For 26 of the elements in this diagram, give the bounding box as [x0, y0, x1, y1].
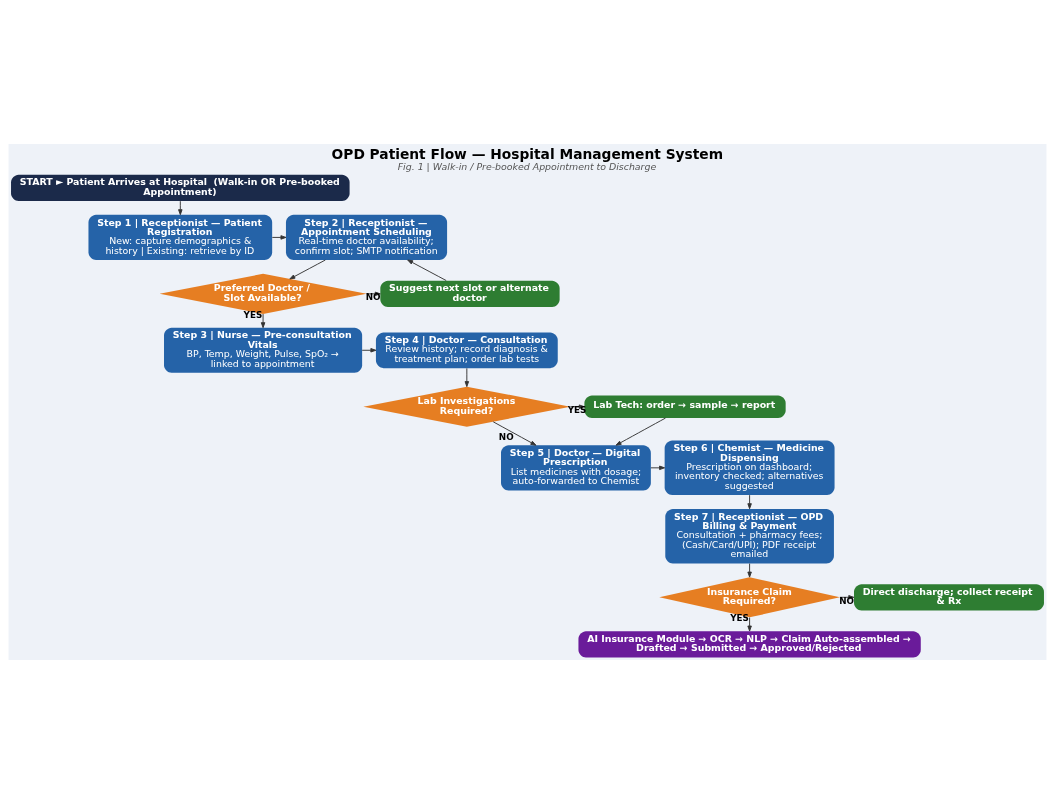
node-box: Step 5 | Doctor — Digital Prescription List medicines with dosage; auto-forwarded to Chemist	[501, 444, 651, 490]
arrow	[650, 465, 666, 470]
arrow	[492, 420, 537, 446]
node-box: Step 1 | Receptionist — Patient Registration New: capture demographics & history | Existing: retrieve by ID	[88, 214, 273, 260]
arrow	[361, 347, 377, 352]
arrow	[407, 259, 447, 281]
arrow	[289, 259, 326, 279]
node-box: AI Insurance Module → OCR → NLP → Claim Auto-assembled → Drafted → Submitted → Approved/Rejected	[578, 630, 921, 657]
arrow	[747, 494, 752, 509]
node-box: Step 3 | Nurse — Pre-consultation Vitals BP, Temp, Weight, Pulse, SpO₂ → linked to appointment	[164, 327, 363, 373]
node-box: Step 7 | Receptionist — OPD Billing & Payment Consultation + pharmacy fees; (Cash/Card/UPI); PDF receipt emailed	[665, 508, 834, 563]
arrow	[260, 313, 266, 328]
arrow	[178, 200, 183, 215]
node-box: Direct discharge; collect receipt & Rx	[854, 583, 1044, 610]
node-box: Step 4 | Doctor — Consultation Review history; record diagnosis & treatment plan; order lab tests	[375, 331, 558, 368]
node-box: Step 2 | Receptionist — Appointment Scheduling Real-time doctor availability; confirm slot; SMTP notification	[285, 214, 448, 260]
diagram-title: OPD Patient Flow — Hospital Management System	[331, 145, 724, 162]
edge-label: NO	[365, 291, 381, 302]
node-box: START ► Patient Arrives at Hospital (Walk-in OR Pre-booked Appointment)	[11, 174, 350, 201]
node-box: Step 6 | Chemist — Medicine Dispensing Prescription on dashboard; inventory checked; alternatives suggested	[664, 440, 835, 495]
arrow	[615, 417, 666, 446]
edge-label: NO	[839, 595, 854, 606]
arrow	[464, 367, 470, 387]
edge-label: NO	[498, 431, 514, 442]
arrow	[271, 234, 287, 240]
node-box: Suggest next slot or alternate doctor	[380, 280, 560, 307]
